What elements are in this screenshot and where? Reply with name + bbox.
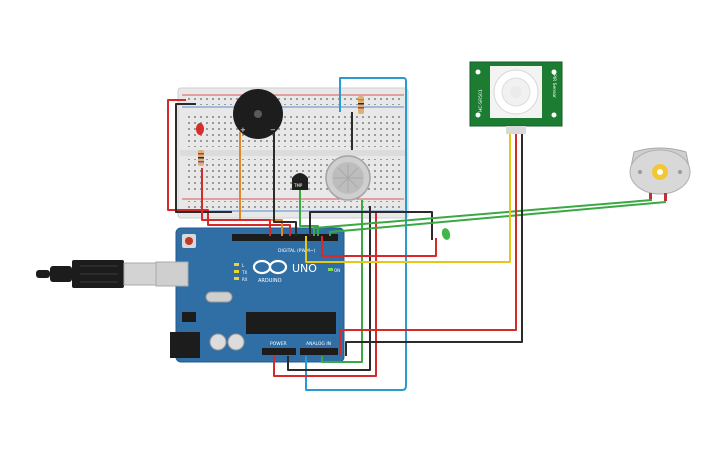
resistor-led [198, 150, 204, 166]
arduino-uno-board: UNO ARDUINO DIGITAL (PWM~) POWER ANALOG … [155, 227, 345, 363]
rx-label: RX [242, 277, 248, 282]
l-label: L [242, 263, 245, 268]
wire-green-motor-2 [329, 201, 667, 236]
wire-black-left [175, 103, 232, 213]
wire-red-pir [339, 134, 517, 356]
pir-sensor: HC-SR501 PIR Sensor [469, 61, 563, 134]
power-jack [170, 332, 200, 358]
wires [167, 77, 667, 391]
brand-label: ARDUINO [258, 278, 282, 284]
power-header [262, 348, 296, 355]
buzzer-plus-label: + [240, 126, 246, 134]
wire-red-analog [273, 212, 377, 377]
digital-header [232, 234, 338, 241]
buzzer-minus-label: − [270, 126, 276, 134]
wire-black-gas [287, 206, 371, 371]
gas-sensor [325, 155, 371, 201]
temp-sensor-label: TMP [293, 183, 303, 188]
wire-red-left [167, 99, 291, 236]
red-led [196, 123, 204, 135]
pir-label-right: PIR Sensor [551, 74, 557, 98]
on-label: ON [334, 268, 340, 273]
wire-green-motor-1 [313, 199, 653, 236]
green-led [441, 228, 451, 240]
arduino-logo [252, 259, 288, 275]
breadboard [177, 87, 409, 219]
wire-yellow-pir [305, 134, 511, 263]
resistor-top [358, 96, 364, 114]
wire-blue [305, 77, 407, 391]
wire-red-led-green [321, 236, 437, 257]
tx-label: TX [241, 270, 247, 275]
analog-label: ANALOG IN [306, 341, 331, 347]
piezo-buzzer: + − [233, 89, 283, 139]
dc-motor [629, 147, 691, 201]
digital-label: DIGITAL (PWM~) [278, 248, 316, 254]
power-label: POWER [270, 341, 287, 347]
pir-label-left: HC-SR501 [478, 89, 484, 112]
usb-cable [36, 260, 157, 288]
wire-green-analog [321, 200, 363, 363]
usb-port [155, 261, 189, 287]
wire-black-buzzer [273, 132, 297, 236]
wire-red-led [201, 168, 271, 236]
model-label: UNO [292, 262, 317, 275]
analog-header [300, 348, 338, 355]
temperature-sensor: TMP [292, 173, 308, 190]
wire-black-pir [345, 134, 523, 356]
wire-black-led-green [309, 211, 433, 240]
atmega-chip [246, 312, 336, 334]
